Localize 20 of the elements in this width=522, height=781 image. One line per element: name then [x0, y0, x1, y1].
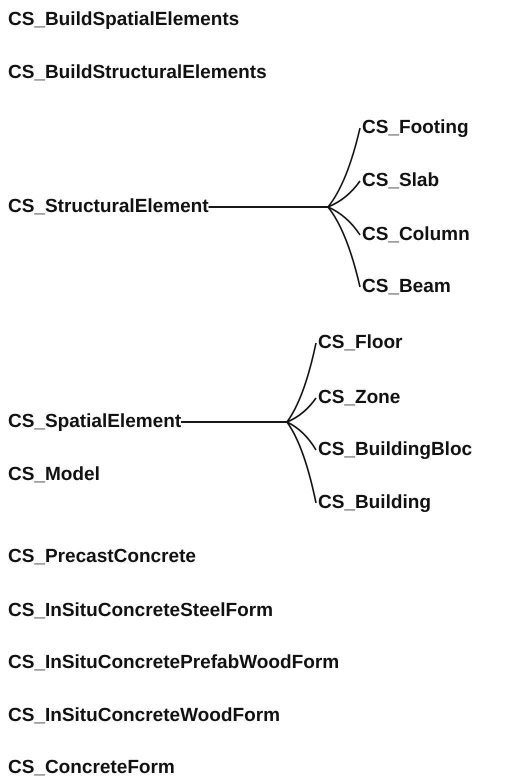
class-name: CS_Slab — [362, 170, 440, 192]
class-name: CS_Model — [8, 464, 100, 486]
connector-line — [181, 421, 317, 504]
class-name: CS_InSituConcretePrefabWoodForm — [8, 652, 340, 674]
class-name: CS_Building — [318, 492, 431, 514]
class-name: CS_StructuralElement — [8, 196, 209, 218]
class-name: CS_Beam — [362, 276, 451, 298]
class-name: CS_Floor — [318, 332, 402, 354]
class-name: CS_PrecastConcrete — [8, 546, 196, 568]
class-name: CS_InSituConcreteWoodForm — [8, 705, 280, 727]
class-name: CS_BuildingBloc — [318, 439, 472, 461]
class-name: CS_Zone — [318, 387, 400, 409]
class-name: CS_InSituConcreteSteelForm — [8, 600, 273, 622]
class-name: CS_BuildSpatialElements — [8, 9, 240, 31]
class-name: CS_ConcreteForm — [8, 757, 175, 779]
class-name: CS_SpatialElement — [8, 411, 182, 433]
class-name: CS_Column — [362, 224, 470, 246]
connector-line — [208, 206, 361, 288]
class-name: CS_BuildStructuralElements — [8, 62, 267, 84]
class-name: CS_Footing — [362, 117, 469, 139]
